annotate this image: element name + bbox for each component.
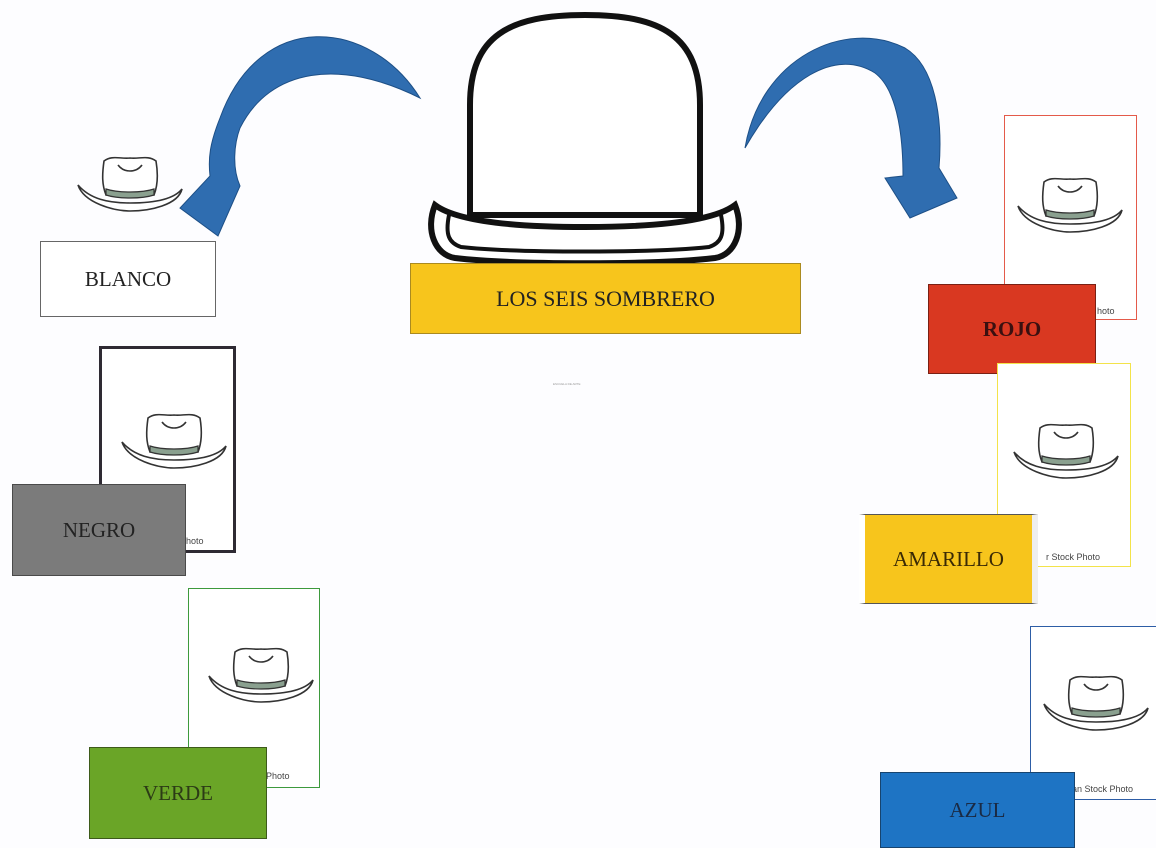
watermark-rojo: hoto bbox=[1097, 306, 1115, 316]
watermark-verde: Photo bbox=[266, 771, 290, 781]
blue-hat-icon bbox=[1043, 675, 1149, 731]
watermark-amarillo: r Stock Photo bbox=[1046, 552, 1101, 562]
curved-arrow-right bbox=[744, 37, 958, 219]
hat-label-blanco: BLANCO bbox=[40, 241, 216, 317]
hat-label-negro: NEGRO bbox=[12, 484, 186, 576]
watermark-azul: an Stock Photo bbox=[1072, 784, 1134, 794]
red-hat-icon bbox=[1017, 177, 1123, 233]
white-hat-icon bbox=[77, 156, 183, 212]
yellow-hat-icon bbox=[1013, 423, 1119, 479]
hat-label-rojo: ROJO bbox=[928, 284, 1096, 374]
hat-label-verde: VERDE bbox=[89, 747, 267, 839]
hat-label-azul: AZUL bbox=[880, 772, 1075, 848]
black-hat-icon bbox=[121, 413, 227, 469]
watermark-negro: hoto bbox=[186, 536, 204, 546]
hat-label-amarillo: AMARILLO bbox=[859, 514, 1038, 604]
page-title: LOS SEIS SOMBRERO bbox=[410, 263, 801, 334]
bowler-hat-icon bbox=[428, 11, 742, 267]
caption-text: ESCUELA DE ARTE bbox=[553, 382, 581, 386]
curved-arrow-left bbox=[179, 36, 422, 237]
green-hat-icon bbox=[208, 647, 314, 703]
